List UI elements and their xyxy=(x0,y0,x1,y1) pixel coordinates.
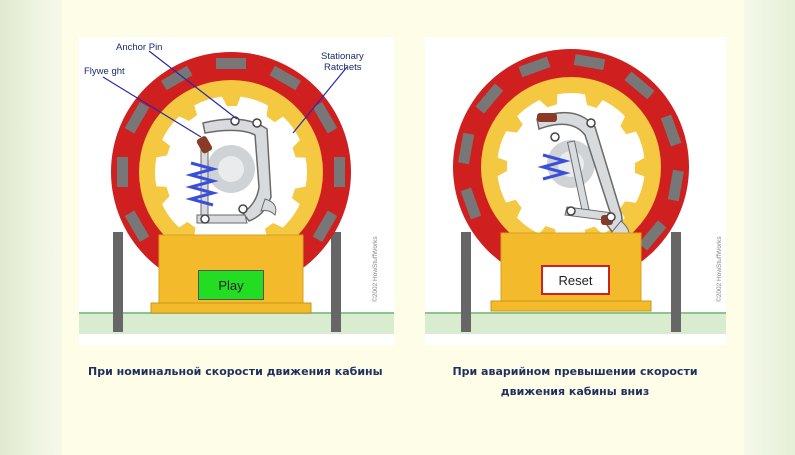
caption-left-text: При номинальной скорости движения кабины xyxy=(88,365,383,378)
rail-right xyxy=(331,232,341,332)
rail-left xyxy=(113,232,123,332)
caption-overspeed: При аварийном превышении скорости движен… xyxy=(450,362,700,402)
copyright-left: ©2002 HowStuffWorks xyxy=(371,236,379,302)
governor-tripped-drawing: ©2002 HowStuffWorks xyxy=(425,37,726,345)
governor-normal-figure: Anchor Pin Flywe ght Stationary Ratchets… xyxy=(79,37,394,345)
copyright-right: ©2002 HowStuffWorks xyxy=(715,236,723,302)
flyweight-block xyxy=(537,113,557,122)
label-anchor-pin: Anchor Pin xyxy=(116,42,162,53)
ground xyxy=(79,312,394,334)
rail-left xyxy=(461,232,471,332)
label-ratchets: Ratchets xyxy=(324,62,362,73)
label-flyweight: Flywe ght xyxy=(84,66,125,77)
caption-right-line2: движения кабины вниз xyxy=(450,382,700,402)
link-bar xyxy=(201,145,208,217)
label-stationary: Stationary xyxy=(321,51,364,62)
reset-button[interactable]: Reset xyxy=(541,265,610,295)
caption-right-line1: При аварийном превышении скорости xyxy=(450,362,700,382)
play-button[interactable]: Play xyxy=(198,270,264,300)
rail-right xyxy=(671,232,681,332)
right-side-band xyxy=(744,0,795,455)
anchor-pin xyxy=(551,133,559,141)
governor-tripped-figure: ©2002 HowStuffWorks Reset xyxy=(425,37,726,345)
left-side-band xyxy=(0,0,62,455)
caption-normal-speed: При номинальной скорости движения кабины xyxy=(78,362,388,382)
